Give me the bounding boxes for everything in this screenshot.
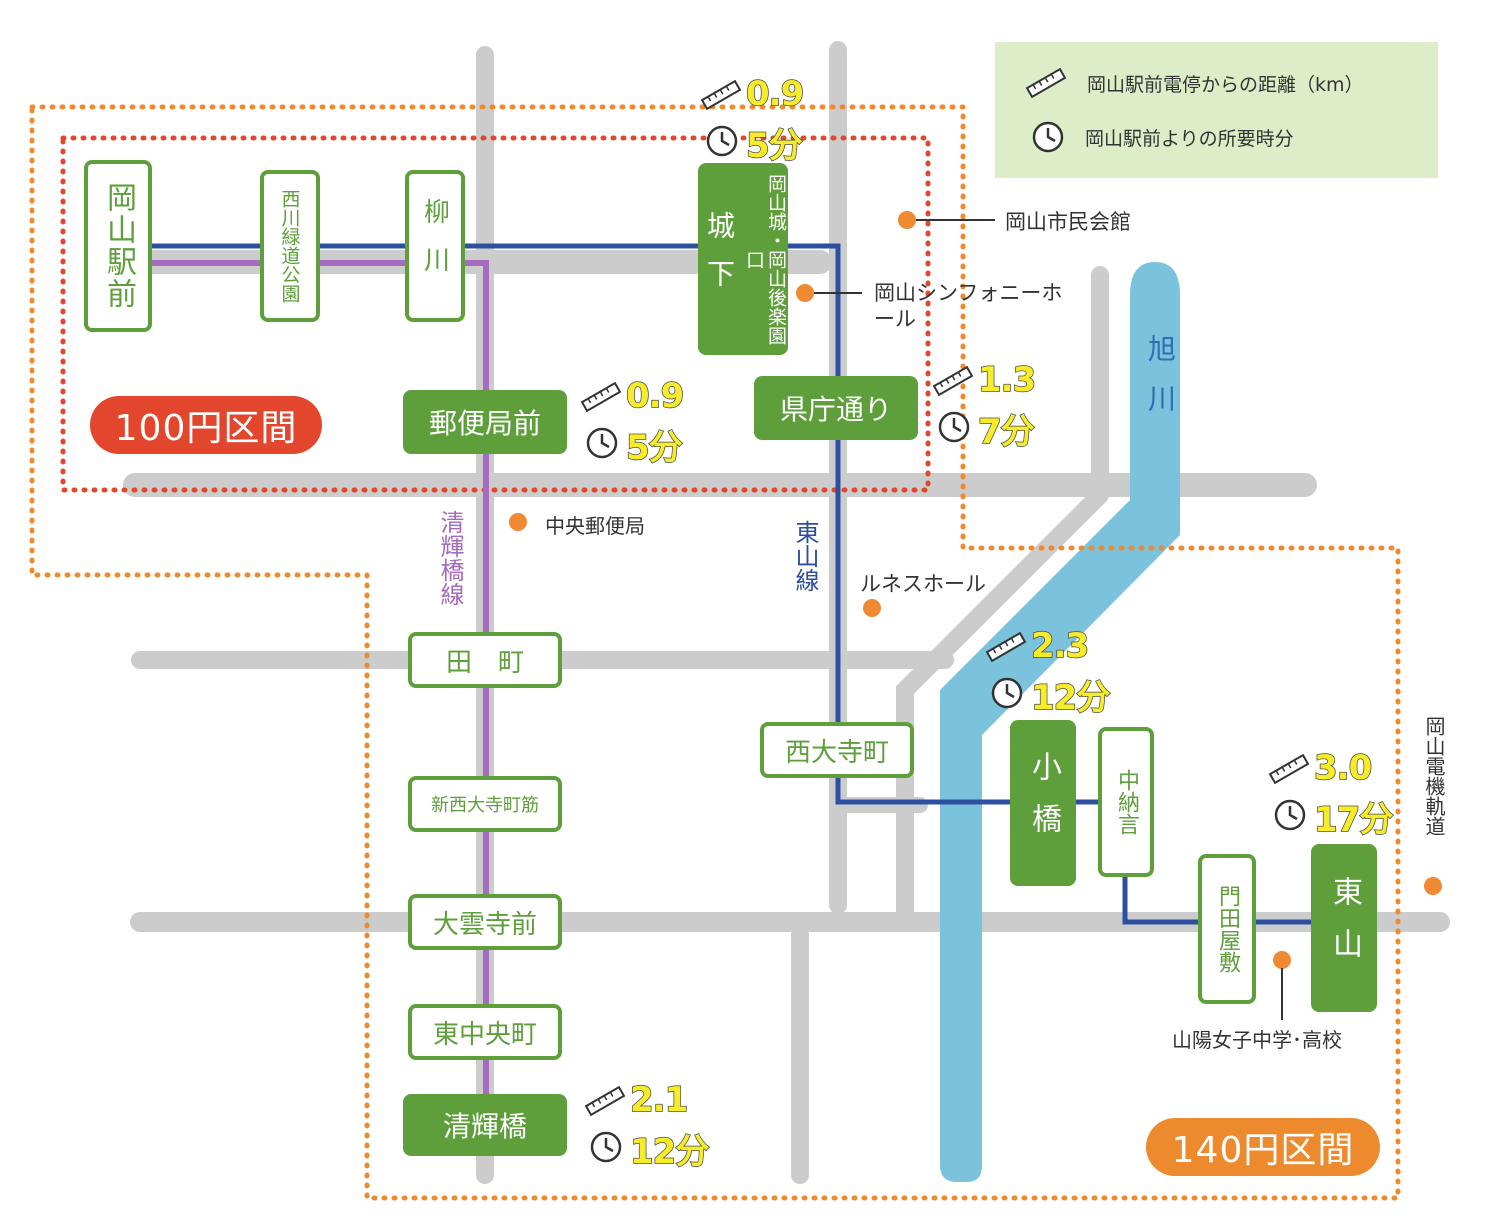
station-higashichuo[interactable]: 東中央町 — [408, 1004, 562, 1060]
legend-distance-label: 岡山駅前電停からの距離（km） — [1087, 73, 1364, 96]
clock-icon — [1273, 798, 1307, 836]
symphony-hall-dot — [796, 284, 814, 302]
time-value: 5分 — [745, 125, 803, 167]
clock-icon — [990, 676, 1024, 714]
station-kadotayashiki[interactable]: 門田屋敷 — [1198, 854, 1256, 1004]
landmark-dots — [509, 211, 1442, 969]
time-value: 7分 — [977, 411, 1035, 453]
station-yanagawa[interactable]: 柳川 — [405, 170, 465, 322]
renesu-hall-dot — [863, 599, 881, 617]
time-value: 17分 — [1313, 799, 1394, 841]
ruler-icon — [1025, 68, 1067, 98]
station-nishigawa[interactable]: 西川緑道公園 — [260, 170, 320, 322]
zone-140-border — [29, 104, 1401, 1201]
landmark-leaders — [814, 219, 1283, 1020]
chuo-yubinkyoku-dot — [509, 513, 527, 531]
station-seikibashi[interactable]: 清輝橋 — [403, 1094, 567, 1156]
time-value: 12分 — [629, 1131, 710, 1173]
distance-value: 0.9 — [745, 73, 805, 115]
ruler-icon — [580, 381, 622, 416]
legend: 岡山駅前電停からの距離（km） 岡山駅前よりの所要時分 — [995, 42, 1438, 178]
station-saidaijicho[interactable]: 西大寺町 — [760, 722, 914, 778]
shimin-kaikan-label: 岡山市民会館 — [1005, 210, 1131, 234]
distance-value: 2.1 — [629, 1079, 689, 1121]
asahi-river — [940, 262, 1180, 1182]
station-kobashi[interactable]: 小橋 — [1010, 720, 1076, 886]
railway-label: 岡山電機軌道 — [1422, 716, 1446, 836]
time-value: 5分 — [625, 427, 683, 469]
station-okayama-ekimae[interactable]: 岡山駅前 — [84, 160, 152, 332]
ruler-icon — [932, 365, 974, 400]
clock-icon — [585, 426, 619, 464]
time-value: 12分 — [1030, 677, 1111, 719]
railway-dot — [1424, 877, 1442, 895]
symphony-hall-label: 岡山シンフォニーホール — [874, 281, 1063, 331]
clock-icon — [589, 1130, 623, 1168]
ruler-icon — [584, 1085, 626, 1120]
ruler-icon — [985, 631, 1027, 666]
river-label: 旭川 — [1144, 334, 1177, 434]
station-higashiyama[interactable]: 東山 — [1311, 844, 1377, 1012]
clock-icon — [705, 124, 739, 162]
clock-icon — [1032, 121, 1064, 153]
higashiyama-line-label: 東山線 — [791, 520, 819, 592]
sanyo-school-dot — [1273, 951, 1291, 969]
station-daiunji[interactable]: 大雲寺前 — [408, 894, 562, 950]
station-tamachi[interactable]: 田 町 — [408, 632, 562, 688]
distance-value: 1.3 — [977, 359, 1037, 401]
station-shinsaidaiji[interactable]: 新西大寺町筋 — [408, 776, 562, 832]
station-nakanagon[interactable]: 中納言 — [1098, 727, 1154, 877]
sanyo-school-label: 山陽女子中学･高校 — [1172, 1028, 1342, 1052]
shimin-kaikan-dot — [898, 211, 916, 229]
seikibashi-line-label: 清輝橋線 — [436, 510, 464, 606]
distance-value: 3.0 — [1313, 747, 1373, 789]
clock-icon — [937, 410, 971, 448]
zone-140-badge: 140円区間 — [1146, 1118, 1380, 1176]
zone-100-border — [60, 135, 931, 493]
renesu-hall-label: ルネスホール — [860, 572, 986, 596]
chuo-yubinkyoku-label: 中央郵便局 — [545, 514, 645, 538]
distance-value: 2.3 — [1030, 625, 1090, 667]
legend-time-label: 岡山駅前よりの所要時分 — [1085, 127, 1294, 150]
station-kenchodori[interactable]: 県庁通り — [754, 376, 918, 440]
station-jouka[interactable]: 城下 岡山城・岡山後楽園口 — [698, 163, 788, 355]
station-yubinkyokumae[interactable]: 郵便局前 — [403, 390, 567, 454]
ruler-icon — [1268, 753, 1310, 788]
distance-value: 0.9 — [625, 375, 685, 417]
zone-100-badge: 100円区間 — [90, 396, 322, 454]
ruler-icon — [700, 79, 742, 114]
